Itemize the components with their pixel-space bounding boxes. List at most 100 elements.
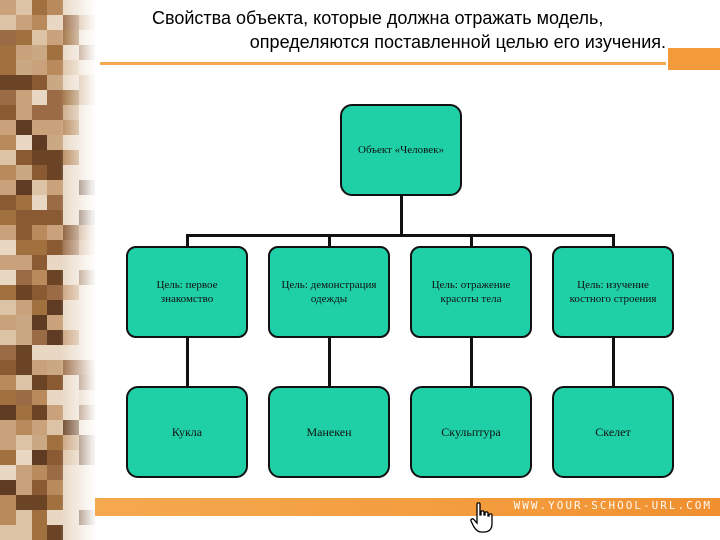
mosaic-tile — [31, 225, 48, 240]
mosaic-tile — [31, 195, 48, 210]
mosaic-tile — [31, 15, 48, 30]
mosaic-tile — [0, 270, 16, 285]
mosaic-tile — [0, 525, 16, 540]
footer-url: WWW.YOUR-SCHOOL-URL.COM — [513, 499, 712, 512]
mosaic-tile — [0, 510, 16, 525]
model-node-label: Скульптура — [441, 425, 501, 439]
mosaic-tile — [15, 150, 32, 165]
mosaic-tile — [15, 285, 32, 300]
mosaic-tile — [15, 120, 32, 135]
goal-drop-3 — [470, 234, 473, 248]
mosaic-tile — [31, 150, 48, 165]
mosaic-tile — [15, 225, 32, 240]
mosaic-tile — [31, 510, 48, 525]
mosaic-tile — [0, 0, 16, 15]
mosaic-tile — [31, 360, 48, 375]
mosaic-tile — [15, 210, 32, 225]
mosaic-tile — [47, 180, 64, 195]
root-connector — [400, 194, 403, 236]
mosaic-tile — [47, 225, 64, 240]
mosaic-tile — [15, 195, 32, 210]
mosaic-tile — [0, 225, 16, 240]
mosaic-tile — [15, 240, 32, 255]
mosaic-tile — [47, 165, 64, 180]
mosaic-tile — [0, 360, 16, 375]
mosaic-tile — [15, 30, 32, 45]
mosaic-tile — [31, 165, 48, 180]
mosaic-tile — [0, 105, 16, 120]
mosaic-tile — [31, 270, 48, 285]
root-node-human: Объект «Человек» — [340, 104, 462, 196]
mosaic-tile — [0, 240, 16, 255]
mosaic-tile — [0, 345, 16, 360]
goal-drop-2 — [328, 234, 331, 248]
goal-drop-1 — [186, 234, 189, 248]
mosaic-tile — [0, 480, 16, 495]
mosaic-tile — [31, 330, 48, 345]
mosaic-tile — [47, 120, 64, 135]
mosaic-tile — [0, 90, 16, 105]
mosaic-tile — [15, 300, 32, 315]
mosaic-tile — [15, 480, 32, 495]
mosaic-tile — [31, 90, 48, 105]
mosaic-tile — [0, 495, 16, 510]
mosaic-tile — [15, 450, 32, 465]
mosaic-tile — [47, 525, 64, 540]
mosaic-tile — [31, 390, 48, 405]
goal-node-bone-structure: Цель: изучение костного строения — [552, 246, 674, 338]
mosaic-tile — [15, 270, 32, 285]
mosaic-tile — [47, 375, 64, 390]
mosaic-tile — [0, 285, 16, 300]
goal-drop-4 — [612, 234, 615, 248]
mosaic-tile — [31, 60, 48, 75]
mosaic-tile — [31, 465, 48, 480]
mosaic-tile — [0, 150, 16, 165]
mosaic-tile — [47, 30, 64, 45]
mosaic-tile — [15, 390, 32, 405]
mosaic-tile — [47, 450, 64, 465]
mosaic-tile — [31, 135, 48, 150]
mosaic-tile — [31, 315, 48, 330]
mosaic-tile — [31, 30, 48, 45]
mosaic-tile — [0, 405, 16, 420]
mosaic-tile — [47, 480, 64, 495]
mosaic-tile — [31, 480, 48, 495]
mosaic-tile — [47, 60, 64, 75]
mosaic-tile — [0, 255, 16, 270]
mosaic-tile — [47, 465, 64, 480]
mosaic-tile — [47, 330, 64, 345]
model-node-doll: Кукла — [126, 386, 248, 478]
mosaic-tile — [31, 120, 48, 135]
goal-node-first-acquaintance: Цель: первое знакомство — [126, 246, 248, 338]
mosaic-tile — [31, 525, 48, 540]
mosaic-tile — [15, 255, 32, 270]
goal-node-label: Цель: демонстрация одежды — [281, 279, 377, 305]
mosaic-tile — [31, 105, 48, 120]
goal-node-clothing-demo: Цель: демонстрация одежды — [268, 246, 390, 338]
mosaic-tile — [15, 330, 32, 345]
mosaic-tile — [47, 150, 64, 165]
mosaic-tile — [47, 510, 64, 525]
mosaic-tile — [31, 0, 48, 15]
mosaic-tile — [31, 345, 48, 360]
horizontal-bus — [186, 234, 614, 237]
mosaic-tile — [47, 420, 64, 435]
footer-bar: WWW.YOUR-SCHOOL-URL.COM — [95, 498, 720, 516]
mosaic-tile — [47, 345, 64, 360]
mosaic-tile — [31, 375, 48, 390]
mosaic-fade — [60, 0, 100, 540]
mosaic-tile — [0, 330, 16, 345]
mosaic-tile — [0, 390, 16, 405]
mosaic-tile — [47, 195, 64, 210]
mosaic-tile — [15, 180, 32, 195]
mosaic-tile — [47, 270, 64, 285]
mosaic-tile — [31, 45, 48, 60]
mosaic-tile — [0, 30, 16, 45]
mosaic-tile — [31, 255, 48, 270]
model-node-label: Кукла — [171, 425, 203, 439]
mosaic-tile — [31, 210, 48, 225]
mosaic-tile — [47, 360, 64, 375]
mosaic-tile — [47, 300, 64, 315]
mosaic-tile — [15, 315, 32, 330]
goal-node-body-beauty: Цель: отражение красоты тела — [410, 246, 532, 338]
